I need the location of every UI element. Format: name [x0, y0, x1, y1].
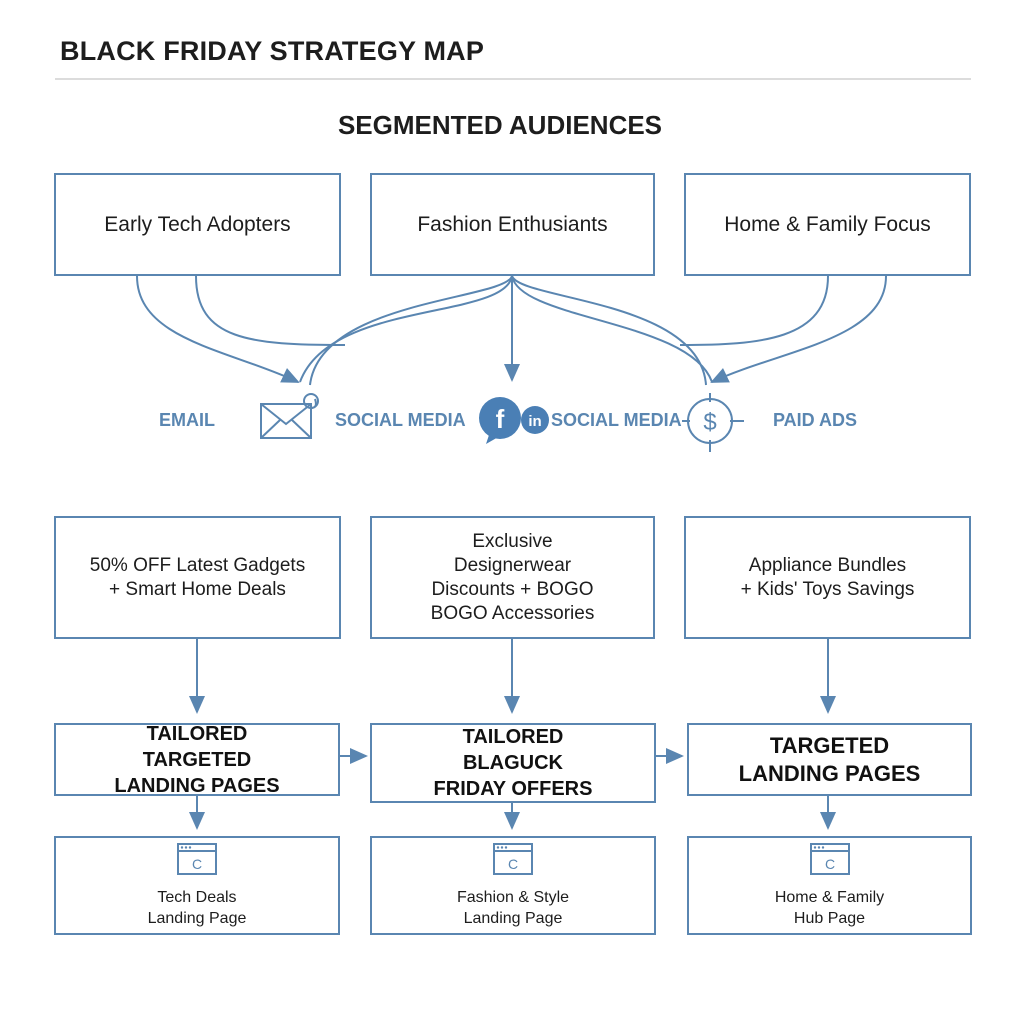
linkedin-glyph: in [528, 413, 541, 430]
offer-text: Appliance Bundles + Kids' Toys Savings [740, 554, 915, 600]
tailored-text: TAILORED TARGETED LANDING PAGES [114, 722, 280, 797]
browser-glyph: C [192, 856, 202, 872]
linkedin-icon: in [521, 406, 549, 434]
channel-label-social: SOCIAL MEDIA [335, 410, 466, 430]
audience-label: Fashion Enthusiants [417, 212, 608, 236]
audience-label: Early Tech Adopters [104, 212, 291, 236]
dollar-target-icon: $ [682, 393, 744, 452]
offer-text: Exclusive Designerwear Discounts + BOGO … [430, 530, 595, 624]
browser-glyph: C [508, 856, 518, 872]
audience-box: Fashion Enthusiants [370, 173, 655, 276]
browser-icon: C [177, 842, 217, 875]
landing-page-label: Fashion & Style Landing Page [456, 888, 570, 927]
audience-label: Home & Family Focus [724, 212, 931, 236]
landing-page-label: Home & Family Hub Page [774, 888, 885, 927]
title-divider [55, 78, 971, 80]
tailored-text: TARGETED LANDING PAGES [738, 732, 921, 786]
offer-box: Exclusive Designerwear Discounts + BOGO … [370, 516, 655, 639]
browser-glyph: C [824, 856, 834, 872]
email-at-icon [260, 393, 319, 439]
facebook-glyph: f [496, 404, 505, 434]
tailored-text: TAILORED BLAGUCK FRIDAY OFFERS [433, 726, 593, 800]
landing-page-box: C Fashion & Style Landing Page [370, 836, 656, 935]
channel-label-paid-ads: PAID ADS [773, 410, 858, 430]
page-title: BLACK FRIDAY STRATEGY MAP [60, 36, 485, 66]
channel-label-email: EMAIL [159, 410, 215, 430]
landing-page-box: C Home & Family Hub Page [687, 836, 972, 935]
landing-page-box: C Tech Deals Landing Page [54, 836, 340, 935]
channel-label-social: SOCIAL MEDIA [551, 410, 682, 430]
dollar-glyph: $ [703, 409, 716, 436]
audience-box: Home & Family Focus [684, 173, 971, 276]
landing-page-label: Tech Deals Landing Page [147, 888, 247, 927]
audience-box: Early Tech Adopters [54, 173, 341, 276]
browser-icon: C [493, 842, 533, 875]
offer-text: 50% OFF Latest Gadgets + Smart Home Deal… [89, 554, 306, 600]
browser-icon: C [809, 842, 850, 875]
section-heading: SEGMENTED AUDIENCES [337, 110, 663, 140]
offer-box: Appliance Bundles + Kids' Toys Savings [684, 516, 971, 639]
facebook-icon: f [479, 397, 521, 444]
tailored-box: TAILORED BLAGUCK FRIDAY OFFERS [370, 723, 656, 803]
tailored-box: TARGETED LANDING PAGES [687, 723, 972, 796]
offer-box: 50% OFF Latest Gadgets + Smart Home Deal… [54, 516, 341, 639]
tailored-box: TAILORED TARGETED LANDING PAGES [54, 722, 340, 797]
